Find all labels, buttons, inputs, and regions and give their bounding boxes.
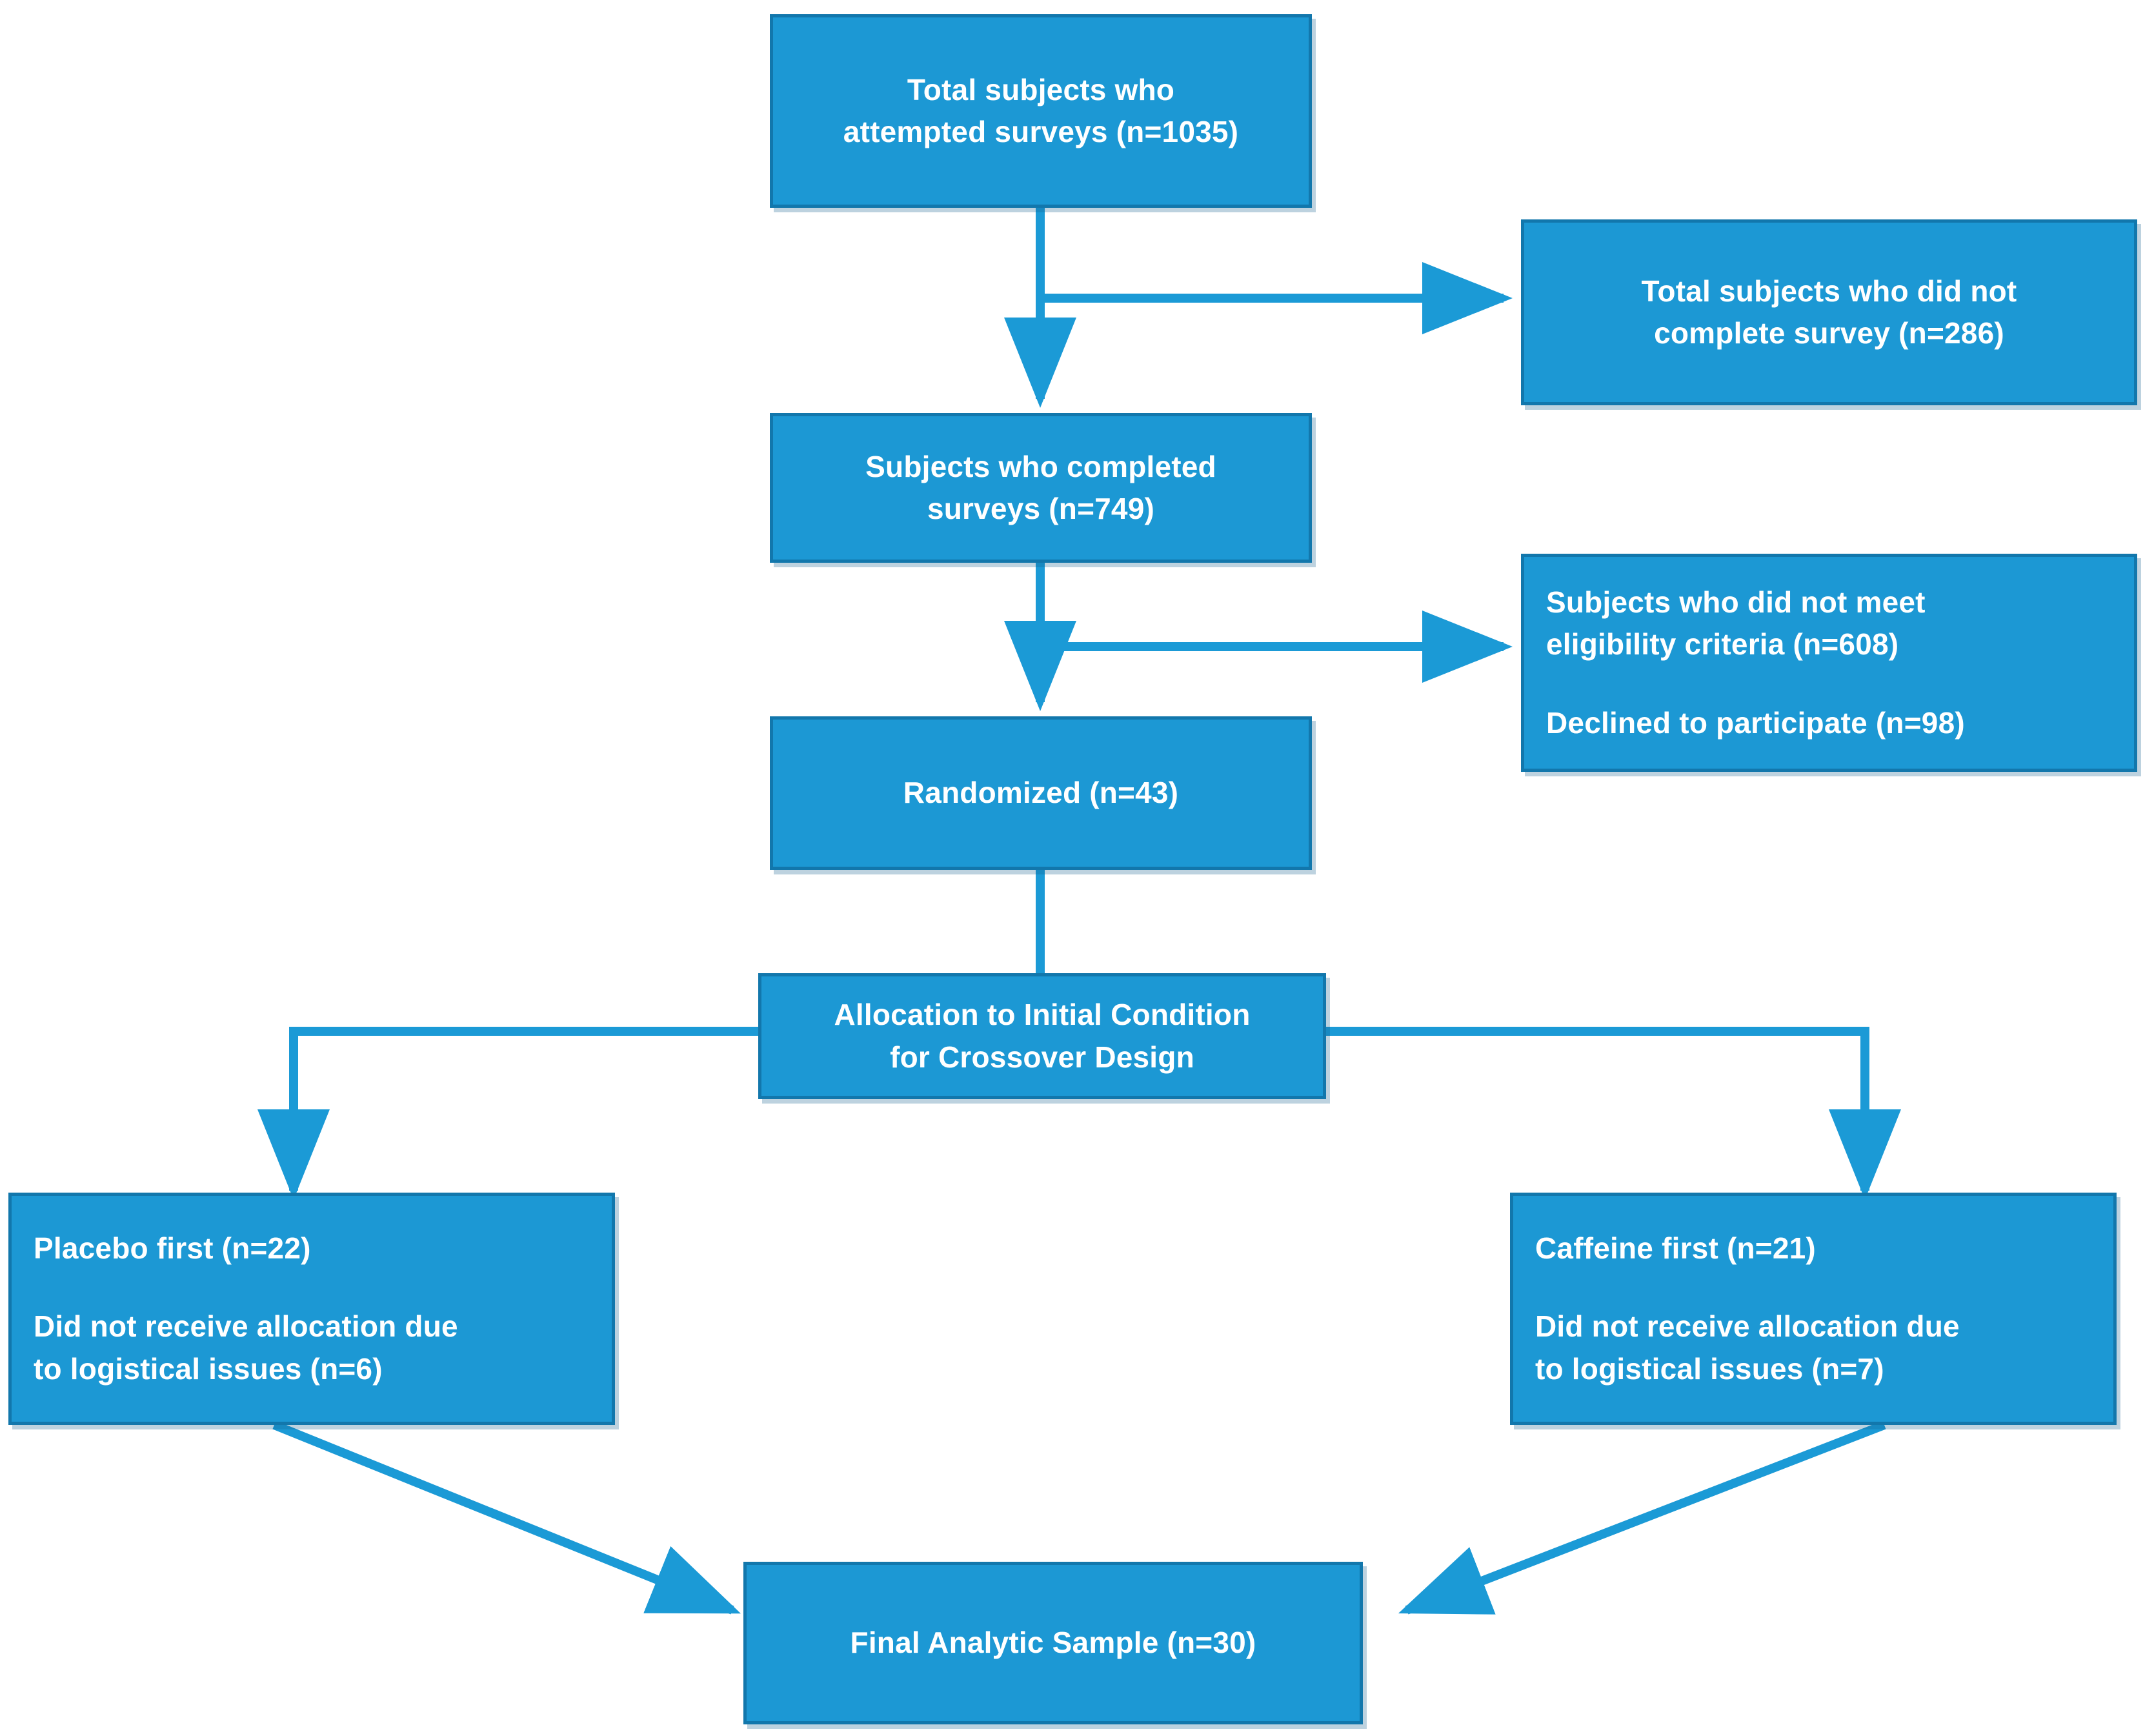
node-line: Subjects who did not meet xyxy=(1546,585,1926,620)
node-line: eligibility criteria (n=608) xyxy=(1546,627,1899,661)
edge-caffeine-to-final xyxy=(1398,1420,1886,1615)
node-line: Placebo first (n=22) xyxy=(34,1231,311,1266)
node-line: Caffeine first (n=21) xyxy=(1535,1231,1816,1266)
node-line: Final Analytic Sample (n=30) xyxy=(850,1626,1256,1660)
caffeine-paragraph: Caffeine first (n=21) xyxy=(1535,1227,1816,1269)
node-subjects-excluded: Subjects who did not meet eligibility cr… xyxy=(1521,554,2137,772)
node-line: Total subjects who did not xyxy=(1641,274,2017,308)
excluded-paragraph: Subjects who did not meet eligibility cr… xyxy=(1546,581,1926,666)
node-line: Total subjects who xyxy=(907,72,1175,106)
node-randomized: Randomized (n=43) xyxy=(770,716,1312,870)
node-line: Allocation to Initial Condition xyxy=(834,998,1251,1032)
node-line: Did not receive allocation due xyxy=(1535,1309,1960,1344)
placebo-paragraph: Placebo first (n=22) xyxy=(34,1227,311,1269)
node-line: attempted surveys (n=1035) xyxy=(843,115,1239,148)
node-line: to logistical issues (n=7) xyxy=(1535,1351,1884,1386)
node-line: complete survey (n=286) xyxy=(1654,316,2004,350)
node-placebo-first-arm: Placebo first (n=22) Did not receive all… xyxy=(8,1193,615,1425)
node-line: surveys (n=749) xyxy=(927,492,1155,525)
node-line: Subjects who completed xyxy=(865,449,1216,483)
node-allocation-to-initial-condition: Allocation to Initial Condition for Cros… xyxy=(758,973,1326,1099)
node-total-subjects-did-not-complete-survey: Total subjects who did not complete surv… xyxy=(1521,219,2137,405)
excluded-paragraph: Declined to participate (n=98) xyxy=(1546,702,1965,744)
node-line: Randomized (n=43) xyxy=(903,776,1179,810)
edge-allocation-to-placebo xyxy=(257,1027,758,1200)
placebo-paragraph: Did not receive allocation due to logist… xyxy=(34,1306,458,1390)
node-line: for Crossover Design xyxy=(890,1040,1194,1074)
node-line: Declined to participate (n=98) xyxy=(1546,705,1965,740)
node-total-subjects-attempted-surveys: Total subjects who attempted surveys (n=… xyxy=(770,14,1312,208)
node-final-analytic-sample: Final Analytic Sample (n=30) xyxy=(743,1562,1363,1724)
edge-allocation-to-caffeine xyxy=(1326,1027,1901,1200)
node-subjects-completed-surveys: Subjects who completed surveys (n=749) xyxy=(770,413,1312,563)
node-line: Did not receive allocation due xyxy=(34,1309,458,1344)
node-caffeine-first-arm: Caffeine first (n=21) Did not receive al… xyxy=(1510,1193,2117,1425)
caffeine-paragraph: Did not receive allocation due to logist… xyxy=(1535,1306,1960,1390)
node-line: to logistical issues (n=6) xyxy=(34,1351,383,1386)
edge-placebo-to-final xyxy=(272,1420,741,1615)
